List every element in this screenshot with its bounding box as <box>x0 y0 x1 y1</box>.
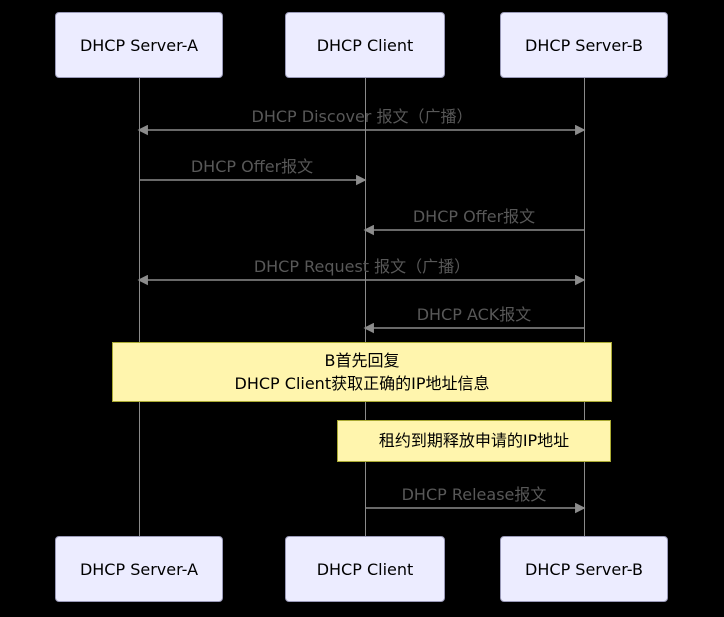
message-label-dhcp-release: DHCP Release报文 <box>401 485 547 504</box>
lifeline-dhcp-server-a <box>139 78 140 536</box>
lifeline-dhcp-client <box>365 78 366 536</box>
actor-top-dhcp-client: DHCP Client <box>285 12 445 78</box>
note-b-first-reply: B首先回复 DHCP Client获取正确的IP地址信息 <box>112 342 612 402</box>
actor-top-dhcp-server-a: DHCP Server-A <box>55 12 223 78</box>
actor-bottom-dhcp-server-a: DHCP Server-A <box>55 536 223 602</box>
actor-bottom-dhcp-server-b: DHCP Server-B <box>500 536 668 602</box>
actor-top-dhcp-server-b: DHCP Server-B <box>500 12 668 78</box>
message-label-dhcp-offer-b: DHCP Offer报文 <box>412 207 536 226</box>
message-label-dhcp-offer-a: DHCP Offer报文 <box>190 157 314 176</box>
lifeline-dhcp-server-b <box>584 78 585 536</box>
message-label-dhcp-ack: DHCP ACK报文 <box>416 305 532 324</box>
message-label-dhcp-request: DHCP Request 报文（广播） <box>253 257 471 276</box>
note-lease-expire-release: 租约到期释放申请的IP地址 <box>337 420 611 462</box>
message-label-dhcp-discover: DHCP Discover 报文（广播） <box>251 107 473 126</box>
note-line-1: 租约到期释放申请的IP地址 <box>378 431 570 451</box>
note-line-1: B首先回复 <box>324 350 400 370</box>
actor-bottom-dhcp-client: DHCP Client <box>285 536 445 602</box>
note-line-2: DHCP Client获取正确的IP地址信息 <box>234 374 490 393</box>
